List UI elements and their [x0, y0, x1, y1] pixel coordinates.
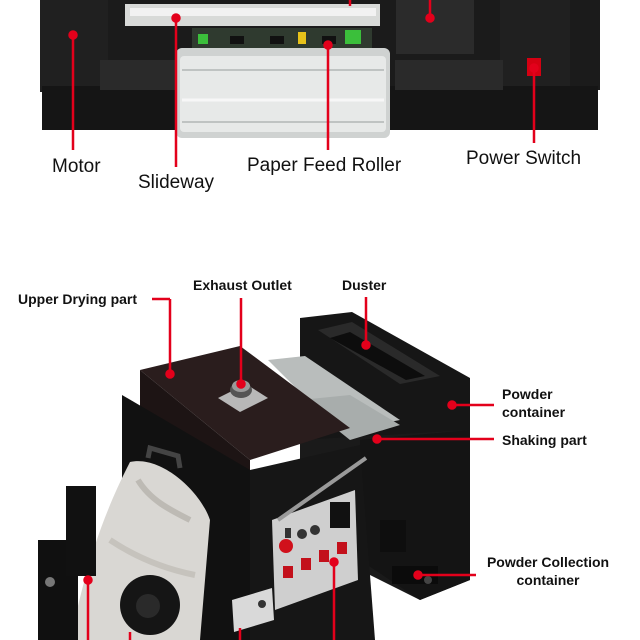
label-powder-collection-line2: container — [516, 572, 580, 588]
shaker-machine — [38, 312, 470, 640]
printer-top-view — [40, 0, 600, 138]
label-slideway: Slideway — [138, 172, 215, 193]
label-shaking-part: Shaking part — [502, 432, 587, 448]
top-leader-lines — [68, 0, 539, 167]
label-powder-collection-container: Powder Collection container — [482, 553, 614, 589]
label-exhaust-outlet: Exhaust Outlet — [193, 277, 292, 293]
label-upper-drying-part: Upper Drying part — [18, 291, 138, 307]
label-powder-container-line1: Powder — [502, 386, 553, 402]
bottom-leader-lines — [83, 297, 494, 640]
label-motor: Motor — [52, 156, 101, 177]
label-powder-container: Powder container — [502, 385, 565, 421]
label-power-switch: Power Switch — [466, 148, 582, 169]
label-duster: Duster — [342, 277, 387, 293]
label-paper-feed-roller: Paper Feed Roller — [247, 155, 402, 176]
label-powder-collection-line1: Powder Collection — [486, 554, 610, 570]
label-powder-container-line2: container — [502, 404, 566, 420]
